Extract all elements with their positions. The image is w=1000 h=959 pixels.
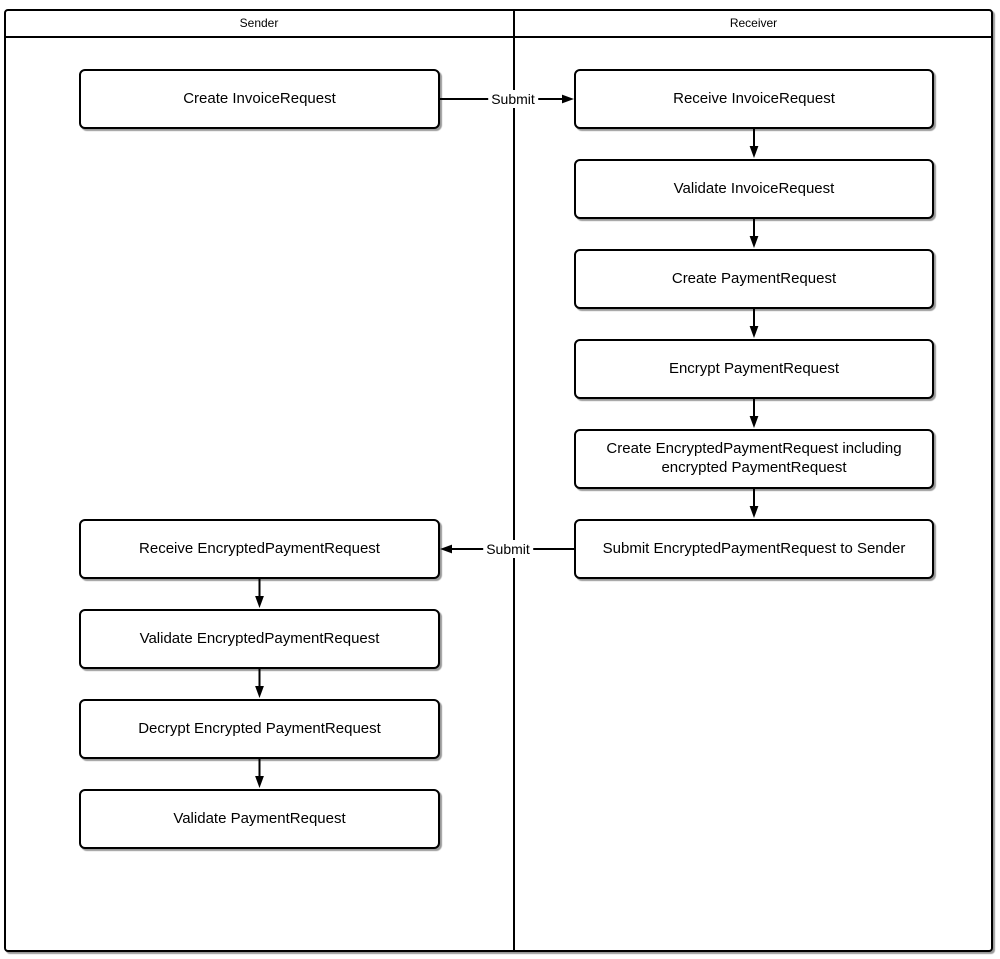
node-label: Validate EncryptedPaymentRequest <box>139 629 380 647</box>
node-receive-invoicerequest: Receive InvoiceRequest <box>574 69 934 129</box>
lane-header-receiver: Receiver <box>514 9 993 37</box>
node-validate-invoicerequest: Validate InvoiceRequest <box>574 159 934 219</box>
node-label: Create EncryptedPaymentRequest including… <box>606 440 902 476</box>
node-label: Receive EncryptedPaymentRequest <box>139 539 380 557</box>
node-submit-encryptedpaymentrequest-to-sender: Submit EncryptedPaymentRequest to Sender <box>574 519 934 579</box>
node-create-invoicerequest: Create InvoiceRequest <box>79 69 440 129</box>
node-label: Submit EncryptedPaymentRequest to Sender <box>602 539 906 557</box>
lane-header-separator <box>5 36 992 38</box>
lane-divider <box>513 9 515 950</box>
node-label: Decrypt Encrypted PaymentRequest <box>138 719 381 737</box>
node-decrypt-encrypted-paymentrequest: Decrypt Encrypted PaymentRequest <box>79 699 440 759</box>
node-validate-paymentrequest: Validate PaymentRequest <box>79 789 440 849</box>
node-label: Validate PaymentRequest <box>173 809 346 827</box>
node-label: Create PaymentRequest <box>671 269 837 287</box>
node-validate-encryptedpaymentrequest: Validate EncryptedPaymentRequest <box>79 609 440 669</box>
node-label: Encrypt PaymentRequest <box>668 359 840 377</box>
node-label: Validate InvoiceRequest <box>673 179 835 197</box>
node-create-encryptedpaymentrequest: Create EncryptedPaymentRequest including… <box>574 429 934 489</box>
lane-header-sender: Sender <box>4 9 514 37</box>
lane-header-receiver-label: Receiver <box>729 16 778 30</box>
node-receive-encryptedpaymentrequest: Receive EncryptedPaymentRequest <box>79 519 440 579</box>
lane-header-sender-label: Sender <box>239 16 279 30</box>
node-create-paymentrequest: Create PaymentRequest <box>574 249 934 309</box>
edge-label-submit-top: Submit <box>488 90 538 108</box>
node-encrypt-paymentrequest: Encrypt PaymentRequest <box>574 339 934 399</box>
node-label: Receive InvoiceRequest <box>673 89 835 107</box>
node-label: Create InvoiceRequest <box>183 89 336 107</box>
edge-label-submit-return: Submit <box>483 540 533 558</box>
